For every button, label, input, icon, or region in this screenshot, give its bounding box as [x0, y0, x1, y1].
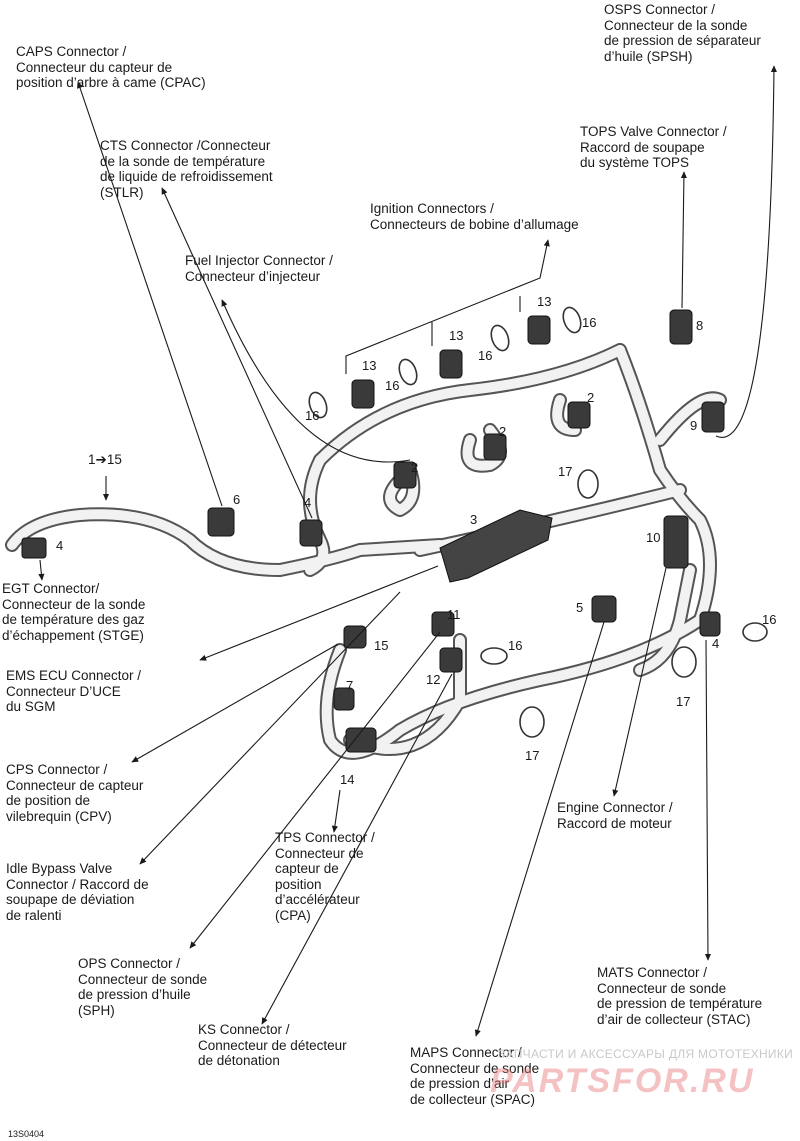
label-range: 1➔15: [88, 452, 122, 467]
label-tps: TPS Connector / Connecteur de capteur de…: [275, 830, 375, 923]
connector-injector-3: [567, 401, 591, 429]
connector-ignition-2: [439, 349, 463, 379]
label-osps: OSPS Connector / Connecteur de la sonde …: [604, 2, 761, 64]
callout-4: 4: [56, 538, 63, 553]
callout-8: 8: [696, 318, 703, 333]
label-ignition: Ignition Connectors / Connecteurs de bob…: [370, 201, 579, 232]
label-mats: MATS Connector / Connecteur de sonde de …: [597, 965, 763, 1027]
connectors: [21, 309, 725, 753]
watermark-logo: PARTSFOR.RU: [490, 1062, 755, 1100]
callout-14: 14: [340, 772, 354, 787]
callout-13: 13: [362, 358, 376, 373]
label-fuel-injector: Fuel Injector Connector / Connecteur d’i…: [185, 253, 333, 284]
callout-4: 4: [712, 636, 719, 651]
connector-tps: [345, 727, 377, 753]
callout-13: 13: [537, 294, 551, 309]
connector-mats: [699, 611, 721, 637]
connector-engine: [663, 515, 689, 569]
ems-ecu-connector-body: [439, 509, 553, 583]
label-ks: KS Connector / Connecteur de détecteur d…: [198, 1022, 347, 1068]
callout-9: 9: [690, 418, 697, 433]
cable-ties: [308, 306, 768, 738]
callout-16: 16: [478, 348, 492, 363]
label-cps: CPS Connector / Connecteur de capteur de…: [6, 762, 144, 824]
connector-maps: [591, 595, 617, 623]
callout-10: 10: [646, 530, 660, 545]
connector-tops: [669, 309, 693, 345]
callout-11: 11: [447, 607, 461, 622]
callout-2: 2: [411, 460, 418, 475]
label-ems-ecu: EMS ECU Connector / Connecteur D’UCE du …: [6, 668, 142, 714]
leader-lines: [38, 65, 778, 1037]
harness-cables: [5, 343, 727, 760]
callout-2: 2: [587, 390, 594, 405]
connector-ignition-3: [527, 315, 551, 345]
callout-16: 16: [582, 315, 596, 330]
label-engine: Engine Connector / Raccord de moteur: [557, 800, 673, 831]
connector-idle-bypass: [333, 687, 355, 711]
callout-5: 5: [576, 600, 583, 615]
callout-16: 16: [385, 378, 399, 393]
callout-numbers: 13 13 13 16 16 16 16 16 16 2 2 2 8 9 17 …: [56, 294, 776, 787]
callout-4: 4: [304, 495, 311, 510]
connector-osps: [701, 401, 725, 433]
figure-reference: 13S0404: [8, 1129, 45, 1139]
callout-12: 12: [426, 672, 440, 687]
connector-ops: [431, 611, 455, 637]
label-idle-bypass: Idle Bypass Valve Connector / Raccord de…: [6, 861, 149, 923]
callout-17: 17: [676, 694, 690, 709]
connector-injector-1: [393, 461, 417, 489]
connector-injector-2: [483, 433, 507, 461]
watermark-tagline: ЗАПЧАСТИ И АКСЕССУАРЫ ДЛЯ МОТОТЕХНИКИ: [498, 1047, 794, 1061]
callout-15: 15: [374, 638, 388, 653]
connector-egt: [21, 537, 47, 559]
label-ops: OPS Connector / Connecteur de sonde de p…: [78, 956, 208, 1018]
label-caps: CAPS Connector / Connecteur du capteur d…: [16, 44, 206, 90]
callout-17: 17: [558, 464, 572, 479]
label-tops: TOPS Valve Connector / Raccord de soupap…: [580, 124, 727, 170]
connector-caps: [207, 507, 235, 537]
callout-3: 3: [470, 512, 477, 527]
callout-2: 2: [499, 424, 506, 439]
callout-16: 16: [762, 612, 776, 627]
callout-13: 13: [449, 328, 463, 343]
label-egt: EGT Connector/ Connecteur de la sonde de…: [2, 581, 146, 643]
callout-16: 16: [508, 638, 522, 653]
connector-cts: [299, 519, 323, 547]
callout-7: 7: [346, 678, 353, 693]
connector-ignition-1: [351, 379, 375, 409]
connector-ks: [439, 647, 463, 673]
label-cts: CTS Connector /Connecteur de la sonde de…: [100, 138, 273, 200]
label-maps: MAPS Connector / Connecteur de sonde de …: [410, 1045, 540, 1107]
connector-cps: [343, 625, 367, 649]
callout-17: 17: [525, 748, 539, 763]
callout-16: 16: [305, 408, 319, 423]
callout-6: 6: [233, 492, 240, 507]
